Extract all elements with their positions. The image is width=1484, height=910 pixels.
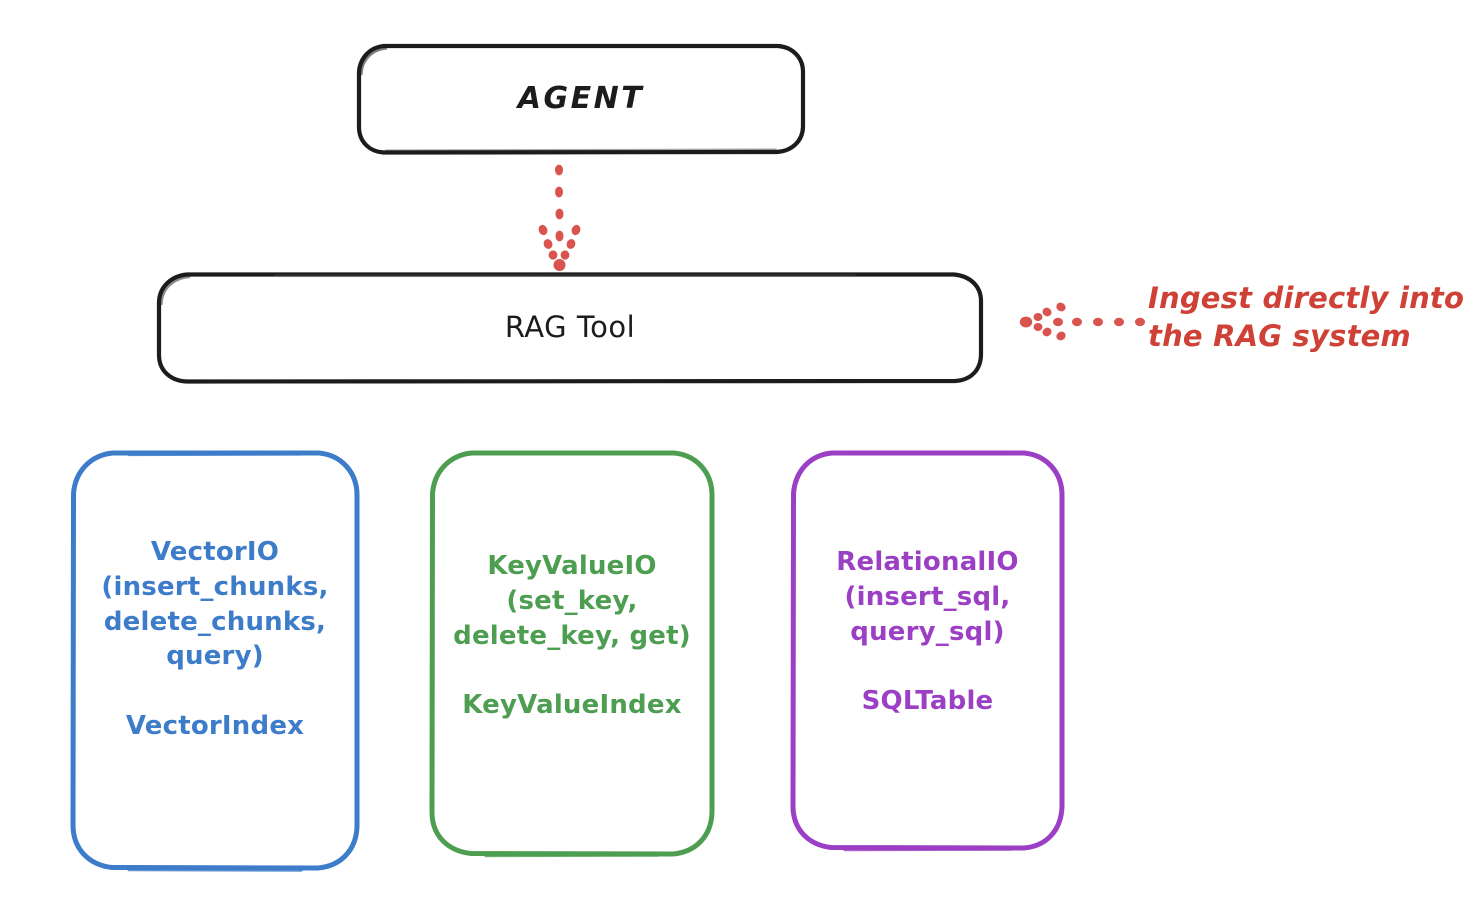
node-rag-tool-label: RAG Tool	[504, 310, 636, 345]
node-agent[interactable]: AGENT	[356, 43, 806, 155]
annotation-ingest-into-rag: Ingest directly into the RAG system	[1148, 281, 1465, 354]
node-vector-io[interactable]: VectorIO (insert_chunks, delete_chunks, …	[69, 449, 361, 872]
dotted-shaft	[1072, 317, 1145, 327]
dotted-shaft	[555, 164, 564, 242]
node-relational-io-label: RelationalIO (insert_sql, query_sql) SQL…	[836, 547, 1019, 717]
node-key-value-io[interactable]: KeyValueIO (set_key, delete_key, get) Ke…	[428, 449, 716, 858]
node-key-value-io-label: KeyValueIO (set_key, delete_key, get) Ke…	[453, 551, 691, 721]
edge-ingest-into-rag	[1019, 302, 1145, 341]
node-agent-label: AGENT	[517, 80, 645, 116]
arrowhead-left-icon	[1019, 302, 1066, 341]
edge-agent-to-rag-tool	[538, 164, 581, 271]
node-rag-tool[interactable]: RAG Tool	[155, 271, 985, 384]
node-relational-io[interactable]: RelationalIO (insert_sql, query_sql) SQL…	[789, 449, 1066, 852]
arrowhead-down-icon	[538, 224, 581, 271]
node-vector-io-label: VectorIO (insert_chunks, delete_chunks, …	[101, 537, 329, 742]
